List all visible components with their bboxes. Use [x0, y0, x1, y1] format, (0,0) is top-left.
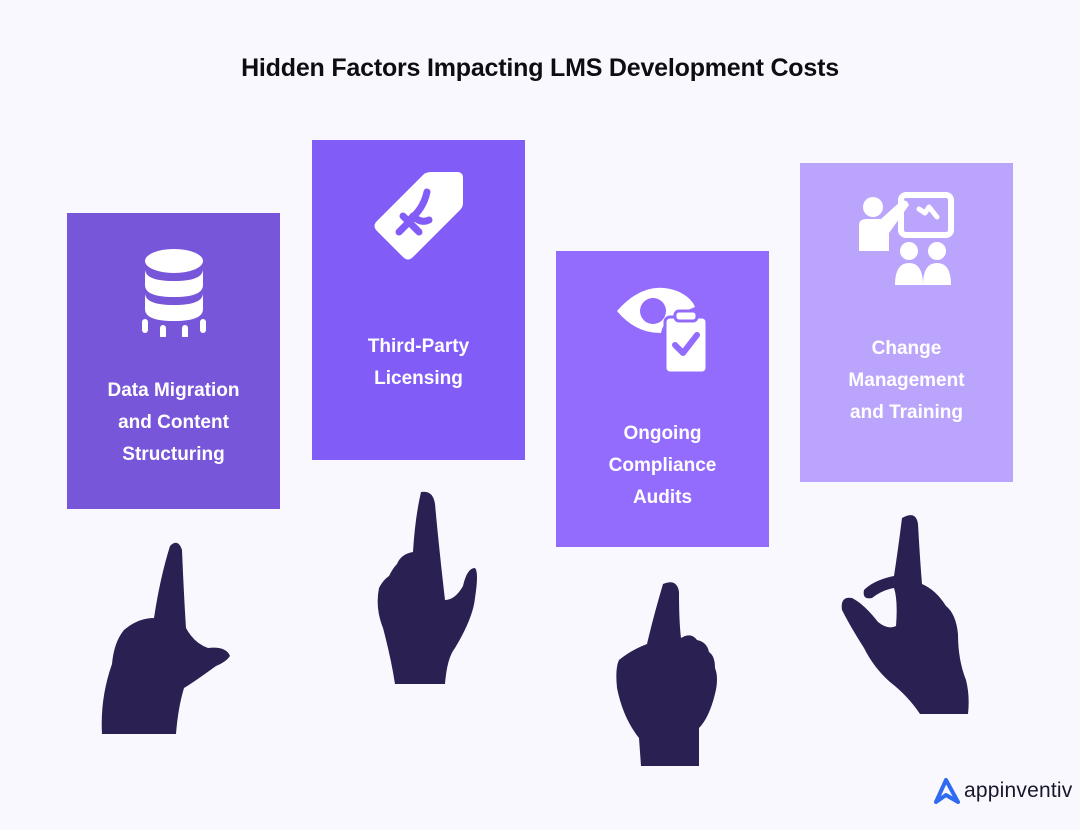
page-title: Hidden Factors Impacting LMS Development… — [241, 54, 839, 82]
pointing-hand-icon — [616, 582, 717, 766]
card-label: Third-Party Licensing — [367, 336, 470, 389]
card-label: Change Management and Training — [848, 338, 965, 423]
card-data-migration: Data Migration and Content Structuring — [67, 213, 280, 509]
card-third-party-licensing: Third-Party Licensing — [312, 140, 525, 460]
card-label: Ongoing Compliance Audits — [608, 423, 717, 508]
card-change-management: Change Management and Training — [800, 163, 1013, 482]
card-label: Data Migration and Content Structuring — [107, 380, 240, 465]
pointing-hand-icon — [377, 491, 477, 684]
eye-clipboard-check-icon — [556, 283, 769, 375]
presentation-training-icon — [800, 191, 1013, 287]
pointing-hand-icon — [841, 515, 969, 714]
price-tag-icon — [312, 170, 525, 265]
card-compliance-audits: Ongoing Compliance Audits — [556, 251, 769, 547]
pointing-hand-icon — [101, 542, 230, 734]
brand-logo: appinventiv — [932, 778, 1072, 804]
appinventiv-logo-icon — [934, 778, 960, 804]
database-icon — [67, 247, 280, 337]
brand-name: appinventiv — [964, 779, 1073, 802]
